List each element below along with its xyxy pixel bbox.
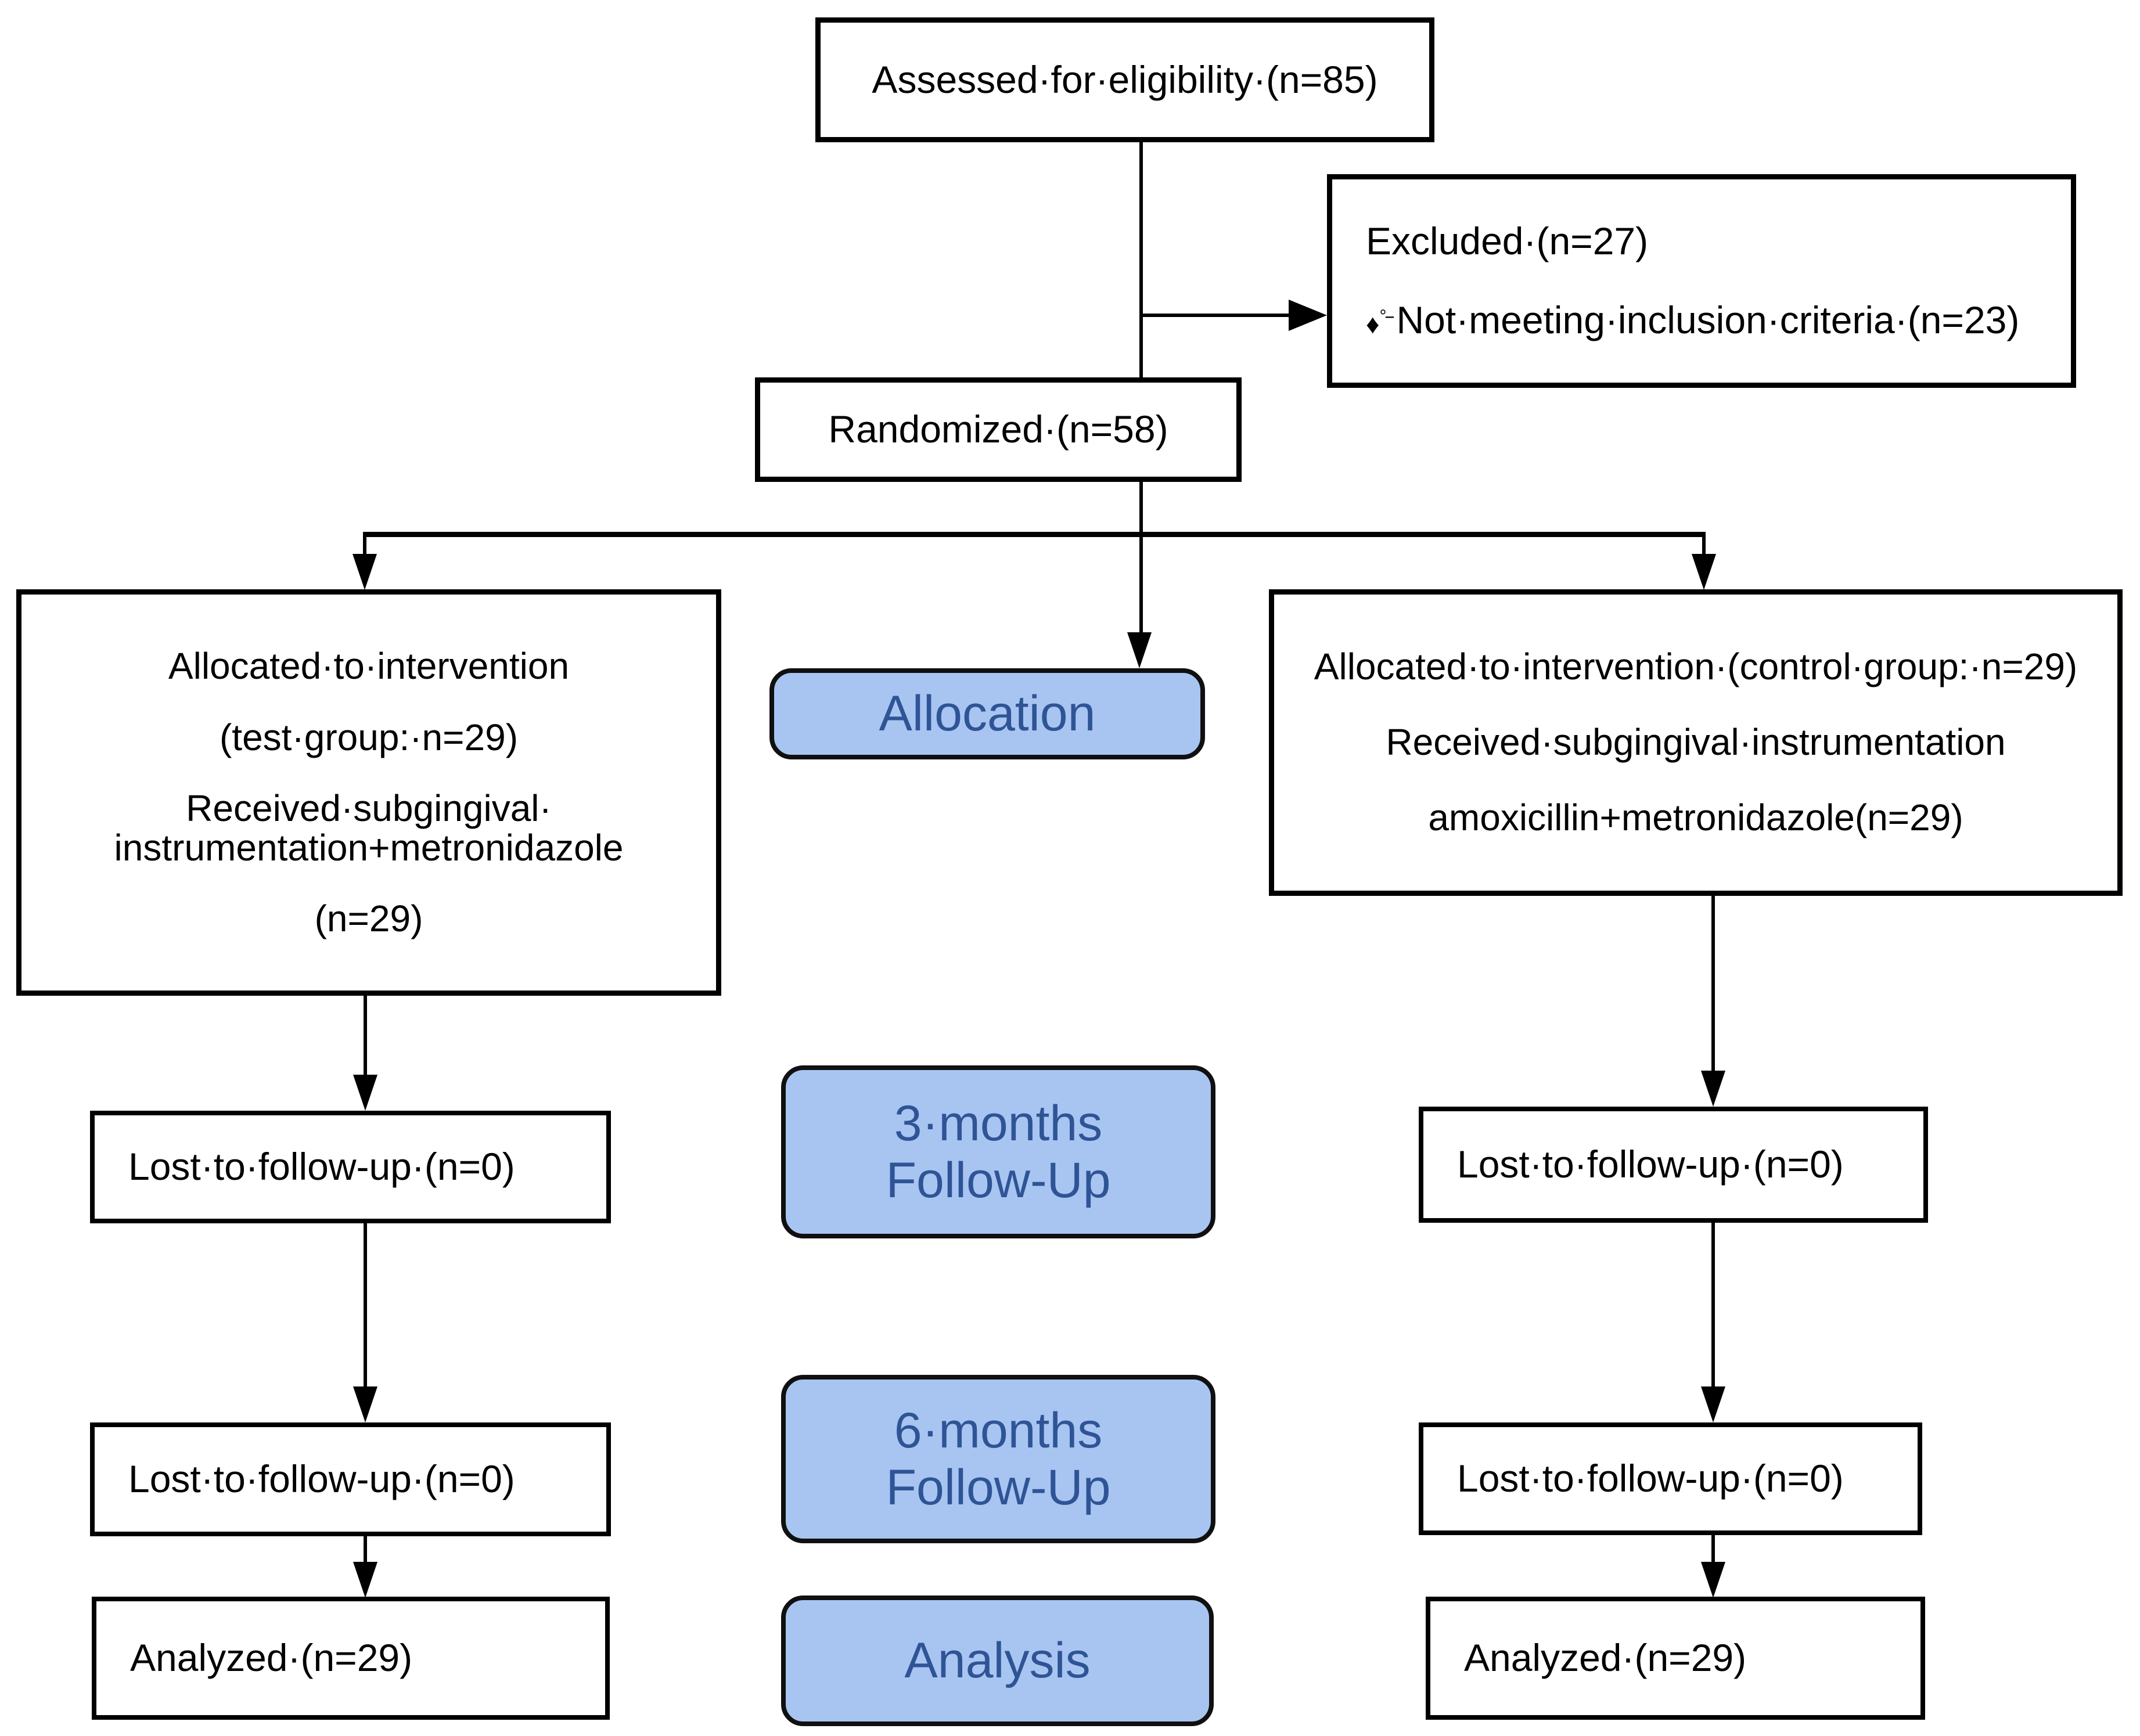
arrowhead-right-icon: [1289, 300, 1327, 331]
node-randomized-label: Randomized·(n=58): [828, 408, 1168, 451]
connector-to-excluded: [1141, 314, 1292, 317]
arrowhead-down-icon: [1701, 1071, 1725, 1107]
connector-branch-left-drop: [363, 532, 366, 558]
node-analyzed-control: Analyzed·(n=29): [1426, 1597, 1925, 1720]
excluded-title-label: Excluded·(n=27): [1366, 219, 1649, 263]
node-allocation-test: Allocated·to·intervention (test·group:·n…: [16, 589, 721, 996]
excluded-title: Excluded·(n=27): [1366, 219, 2071, 264]
allocation-test-line3a: Received·subgingival·: [186, 787, 552, 829]
connector-lost6-test-to-analyzed: [364, 1536, 367, 1564]
arrowhead-down-icon: [353, 1075, 377, 1111]
node-lost-3m-control: Lost·to·follow-up·(n=0): [1419, 1107, 1928, 1223]
bullet-diamond-icon: ♦: [1366, 309, 1380, 339]
allocation-test-line4: (n=29): [314, 897, 423, 939]
arrowhead-down-icon: [1127, 632, 1152, 668]
connector-lost6-control-to-analyzed: [1711, 1535, 1715, 1564]
connector-assessed-to-randomized: [1139, 142, 1143, 379]
bullet-mark: °--: [1379, 307, 1394, 326]
lost-3m-test-label: Lost·to·follow-up·(n=0): [128, 1145, 515, 1188]
allocation-control-line3: amoxicillin+metronidazole(n=29): [1428, 796, 1963, 838]
analyzed-test-label: Analyzed·(n=29): [130, 1636, 413, 1680]
stage-analysis: Analysis: [781, 1595, 1214, 1726]
stage-followup-6m-line1: 6·months: [894, 1402, 1103, 1458]
allocation-control-line1: Allocated·to·intervention·(control·group…: [1314, 646, 2078, 688]
arrowhead-down-icon: [1692, 554, 1716, 590]
stage-followup-6m: 6·months Follow-Up: [781, 1375, 1215, 1543]
connector-branch-horizontal: [363, 532, 1706, 537]
allocation-test-line3: Received·subgingival·instrumentation+met…: [21, 787, 716, 869]
connector-lost3-test-to-lost6: [364, 1222, 367, 1388]
node-assessed: Assessed·for·eligibility·(n=85): [815, 17, 1434, 142]
stage-allocation-label: Allocation: [879, 686, 1096, 742]
arrowhead-down-icon: [353, 1386, 377, 1422]
allocation-test-line3b: instrumentation+metronidazole: [114, 826, 624, 869]
node-analyzed-test: Analyzed·(n=29): [92, 1597, 610, 1720]
connector-alloc-control-to-lost3: [1711, 896, 1715, 1073]
arrowhead-down-icon: [353, 554, 377, 590]
node-randomized: Randomized·(n=58): [755, 377, 1242, 482]
excluded-item: ♦°--Not·meeting·inclusion·criteria·(n=23…: [1366, 298, 2071, 343]
node-lost-3m-test: Lost·to·follow-up·(n=0): [90, 1111, 611, 1223]
lost-6m-control-label: Lost·to·follow-up·(n=0): [1457, 1457, 1844, 1500]
stage-allocation: Allocation: [769, 668, 1205, 759]
stage-followup-6m-line2: Follow-Up: [886, 1460, 1111, 1515]
arrowhead-down-icon: [1701, 1562, 1725, 1598]
connector-randomized-down: [1139, 482, 1143, 535]
stage-followup-3m-line1: 3·months: [894, 1095, 1103, 1151]
connector-branch-right-drop: [1702, 532, 1706, 558]
connector-alloc-test-to-lost3: [364, 996, 367, 1077]
arrowhead-down-icon: [353, 1562, 377, 1598]
allocation-test-line1: Allocated·to·intervention: [168, 644, 570, 687]
connector-lost3-control-to-lost6: [1711, 1222, 1715, 1388]
excluded-item-label: Not·meeting·inclusion·criteria·(n=23): [1396, 298, 2020, 341]
arrowhead-down-icon: [1701, 1386, 1725, 1422]
analyzed-control-label: Analyzed·(n=29): [1464, 1636, 1747, 1680]
connector-branch-center-drop: [1139, 532, 1143, 634]
allocation-control-line2: Received·subgingival·instrumentation: [1386, 721, 2006, 763]
node-assessed-label: Assessed·for·eligibility·(n=85): [872, 57, 1378, 101]
stage-analysis-label: Analysis: [904, 1633, 1091, 1689]
allocation-test-line2: (test·group:·n=29): [219, 716, 519, 759]
stage-followup-3m-line2: Follow-Up: [886, 1152, 1111, 1208]
node-lost-6m-test: Lost·to·follow-up·(n=0): [90, 1422, 611, 1536]
node-excluded: Excluded·(n=27) ♦°--Not·meeting·inclusio…: [1327, 174, 2076, 388]
node-allocation-control: Allocated·to·intervention·(control·group…: [1269, 589, 2123, 896]
node-lost-6m-control: Lost·to·follow-up·(n=0): [1419, 1422, 1922, 1535]
stage-followup-3m: 3·months Follow-Up: [781, 1065, 1215, 1238]
lost-3m-control-label: Lost·to·follow-up·(n=0): [1457, 1143, 1844, 1186]
lost-6m-test-label: Lost·to·follow-up·(n=0): [128, 1457, 515, 1501]
